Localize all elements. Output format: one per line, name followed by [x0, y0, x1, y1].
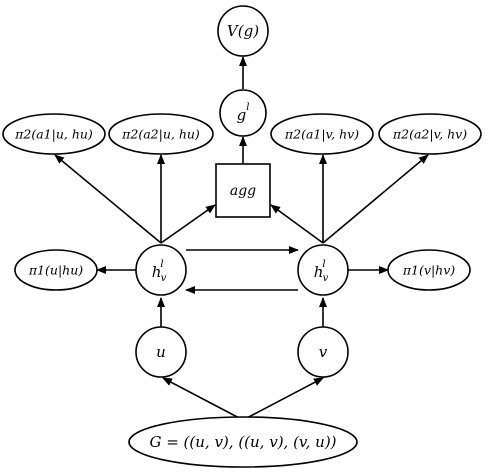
edge-hv-to-agg: [270, 204, 324, 244]
policy2-a2-u-label: π2(a2|u, hu): [121, 127, 200, 142]
value-label: V(g): [227, 22, 259, 40]
graph-embedding-label: gl: [237, 102, 250, 125]
edge-hu-to-pi2a1u: [54, 154, 162, 244]
edge-hv-to-pi2a2v: [322, 154, 429, 244]
node-v-label: v: [319, 343, 328, 361]
policy2-a2-v-node: π2(a2|v, hv): [378, 113, 482, 155]
edge-graph-to-v: [242, 377, 324, 421]
node-v: v: [297, 326, 349, 378]
policy2-a1-v-label: π2(a1|v, hv): [284, 127, 359, 142]
edge-graph-to-u: [162, 377, 244, 421]
node-u-label: u: [156, 343, 166, 361]
hidden-state-v-base: h: [314, 263, 324, 281]
policy2-a2-u-node: π2(a2|u, hu): [108, 113, 214, 155]
value-node: V(g): [217, 5, 269, 57]
edge-hu-to-agg: [160, 204, 216, 244]
policy1-u-label: π1(u|hu): [28, 263, 83, 278]
aggregator-node: agg: [215, 163, 271, 218]
graph-embedding-node: gl: [219, 89, 267, 137]
graph-embedding-base: g: [237, 106, 247, 124]
policy2-a2-v-label: π2(a2|v, hv): [392, 127, 467, 142]
policy1-u-node: π1(u|hu): [14, 249, 98, 291]
policy2-a1-u-label: π2(a1|u, hu): [14, 127, 93, 142]
hidden-state-u-base: h: [152, 263, 162, 281]
hidden-state-u-sup: l: [160, 259, 163, 270]
edges: [54, 56, 429, 421]
hidden-state-v-sup: l: [322, 259, 325, 270]
policy1-v-label: π1(v|hv): [402, 263, 455, 278]
graph-label: G = ((u, v), ((u, v), (v, u)): [149, 433, 336, 451]
graph-embedding-sup: l: [246, 102, 249, 113]
hidden-state-v-sub: v: [323, 273, 329, 284]
node-u: u: [135, 326, 187, 378]
policy2-a1-v-node: π2(a1|v, hv): [270, 113, 374, 155]
hidden-state-u-sub: v: [161, 273, 167, 284]
policy2-a1-u-node: π2(a1|u, hu): [2, 113, 106, 155]
graph-node: G = ((u, v), ((u, v), (v, u)): [128, 416, 358, 468]
policy1-v-node: π1(v|hv): [387, 249, 471, 291]
aggregator-label: agg: [230, 183, 256, 199]
